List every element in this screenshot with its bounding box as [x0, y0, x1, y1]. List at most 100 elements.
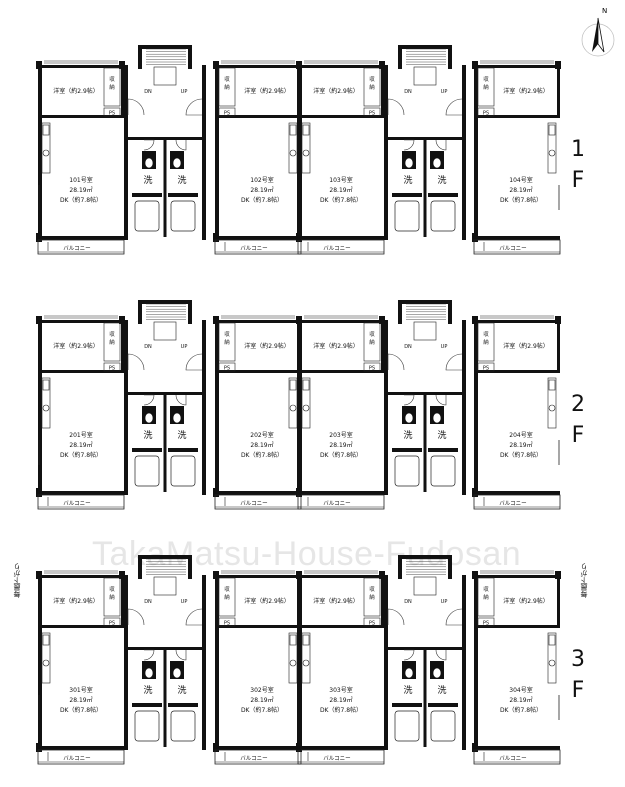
- room-number: 302号室: [250, 686, 273, 694]
- stair-wall: [448, 300, 452, 324]
- ps-box: [477, 107, 495, 117]
- bath-divider: [163, 137, 167, 237]
- door-swing: [387, 353, 405, 371]
- balcony-label: バルコニー: [499, 755, 526, 762]
- bath-divider: [163, 392, 167, 492]
- toilet-icon: [432, 157, 442, 169]
- storage-label: 納: [224, 83, 230, 91]
- sink-icon: [302, 149, 310, 157]
- sink-icon: [548, 149, 556, 157]
- unit-wall-side: [215, 575, 219, 750]
- unit-wall-bottom: [298, 746, 384, 750]
- column-post: [472, 233, 478, 242]
- kitchen-counter: [547, 122, 557, 174]
- room-number: 202号室: [250, 431, 273, 439]
- wash-label: 洗: [177, 429, 186, 441]
- unit-wall-top: [474, 575, 560, 578]
- sink-icon: [289, 659, 297, 667]
- room-area: 28.19㎡: [250, 441, 273, 449]
- room-area: 28.19㎡: [329, 186, 352, 194]
- balcony: [473, 749, 561, 765]
- dk-label: DK（約7.8帖）: [241, 451, 283, 459]
- storage-label: 納: [109, 83, 115, 91]
- stair-dn-label: DN: [144, 344, 152, 350]
- bath-wall: [132, 448, 162, 452]
- door-swing: [403, 139, 415, 151]
- unit-wall-top: [38, 65, 124, 68]
- storage-closet: [103, 577, 121, 617]
- dk-label: DK（約7.8帖）: [320, 706, 362, 714]
- room-area: 28.19㎡: [69, 441, 92, 449]
- storage-label: 納: [109, 338, 115, 346]
- wash-label: 洗: [437, 429, 446, 441]
- core-wall-right: [202, 575, 206, 750]
- room-number: 303号室: [329, 686, 352, 694]
- balcony-label: バルコニー: [323, 500, 350, 507]
- balcony: [214, 239, 302, 255]
- stove-icon: [42, 634, 50, 646]
- stair-wall: [138, 45, 142, 69]
- wash-label: 洗: [437, 684, 446, 696]
- balcony-label: バルコニー: [323, 245, 350, 252]
- room-number: 301号室: [69, 686, 92, 694]
- floor-suffix: F: [571, 678, 585, 703]
- column-post: [472, 571, 478, 579]
- column-post: [213, 488, 219, 497]
- western-room-label: 洋室（約2.9帖）: [313, 342, 359, 350]
- balcony: [473, 494, 561, 510]
- ps-box: [103, 362, 121, 372]
- column-post: [36, 233, 42, 242]
- ps-label: PS: [483, 111, 489, 117]
- stair-wall: [398, 555, 402, 579]
- bath-wall: [428, 193, 458, 197]
- unit-wall-top: [474, 65, 560, 68]
- stair-landing: [413, 66, 437, 86]
- sink-icon: [289, 149, 297, 157]
- door-swing: [387, 98, 405, 116]
- core-wall-left: [384, 65, 388, 240]
- ps-box: [363, 617, 381, 627]
- column-post: [119, 571, 125, 579]
- room-divider-wall: [38, 625, 124, 628]
- bathtub-icon: [430, 455, 456, 487]
- bathtub-icon: [170, 710, 196, 742]
- stair-up-label: UP: [441, 344, 448, 350]
- bathtub-icon: [170, 200, 196, 232]
- column-post: [36, 316, 42, 324]
- unit-wall-side: [38, 320, 42, 495]
- stair-wall: [138, 300, 142, 324]
- dk-label: DK（約7.8帖）: [500, 706, 542, 714]
- stove-icon: [289, 379, 297, 391]
- balcony: [473, 239, 561, 255]
- ps-box: [218, 107, 236, 117]
- column-post: [555, 61, 561, 69]
- dk-label: DK（約7.8帖）: [241, 196, 283, 204]
- western-room-label: 洋室（約2.9帖）: [244, 87, 290, 95]
- balcony: [214, 749, 302, 765]
- room-number: 101号室: [69, 176, 92, 184]
- balcony-label: バルコニー: [499, 245, 526, 252]
- ps-label: PS: [224, 366, 230, 372]
- dk-label: DK（約7.8帖）: [500, 451, 542, 459]
- bathtub-icon: [394, 200, 420, 232]
- unit-wall-inner: [381, 575, 384, 627]
- storage-label: 納: [224, 338, 230, 346]
- stair-up-label: UP: [441, 89, 448, 95]
- room-divider-wall: [298, 115, 384, 118]
- western-room-label: 洋室（約2.9帖）: [53, 597, 99, 605]
- balcony-label: バルコニー: [240, 245, 267, 252]
- toilet-icon: [172, 412, 182, 424]
- column-post: [379, 61, 385, 69]
- door-swing: [127, 353, 145, 371]
- bath-wall: [132, 703, 162, 707]
- room-area: 28.19㎡: [509, 441, 532, 449]
- storage-closet: [218, 322, 236, 362]
- room-divider-wall: [215, 625, 301, 628]
- sink-icon: [302, 659, 310, 667]
- kitchen-counter: [301, 632, 311, 684]
- storage-label: 収: [224, 76, 230, 83]
- unit-wall-side: [474, 65, 478, 240]
- storage-label: 収: [483, 331, 489, 338]
- party-wall: [297, 65, 301, 240]
